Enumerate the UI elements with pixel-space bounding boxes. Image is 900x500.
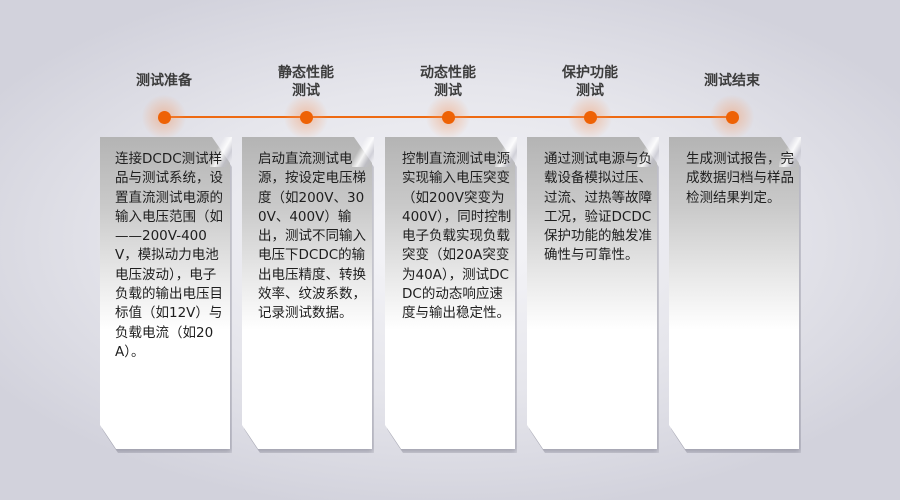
step-3-title-line2: 测试 <box>434 83 462 99</box>
step-5-title: 测试结束 <box>704 73 760 89</box>
step-2-description: 启动直流测试电源，按设定电压梯度（如200V、300V、400V）输出，测试不同… <box>258 151 366 322</box>
step-4-card <box>527 137 657 449</box>
step-1-description: 连接DCDC测试样品与测试系统，设置直流测试电源的输入电压范围（如 ——200V… <box>115 151 223 360</box>
step-5-card <box>669 137 799 449</box>
step-4-title: 保护功能 测试 <box>525 64 655 100</box>
step-3-card <box>385 137 515 449</box>
step-3-description: 控制直流测试电源实现输入电压突变（如200V突变为400V），同时控制电子负载实… <box>402 151 512 322</box>
step-1-title: 测试准备 <box>136 73 192 89</box>
step-1-dot <box>158 111 171 124</box>
step-3-dot <box>442 111 455 124</box>
step-3-title-line1: 动态性能 <box>420 65 476 81</box>
step-2-title-line1: 静态性能 <box>278 65 334 81</box>
step-4-title-line2: 测试 <box>576 83 604 99</box>
step-4-description: 通过测试电源与负载设备模拟过压、过流、过热等故障工况，验证DCDC保护功能的触发… <box>544 151 652 264</box>
step-2-title: 静态性能 测试 <box>241 64 371 100</box>
step-5-dot <box>726 111 739 124</box>
step-3-title: 动态性能 测试 <box>383 64 513 100</box>
step-2-card <box>242 137 372 449</box>
step-4-title-line1: 保护功能 <box>562 65 618 81</box>
step-5-description: 生成测试报告，完成数据归档与样品检测结果判定。 <box>686 151 794 206</box>
step-2-dot <box>300 111 313 124</box>
step-2-title-line2: 测试 <box>292 83 320 99</box>
step-4-dot <box>584 111 597 124</box>
step-1-card <box>100 137 230 449</box>
